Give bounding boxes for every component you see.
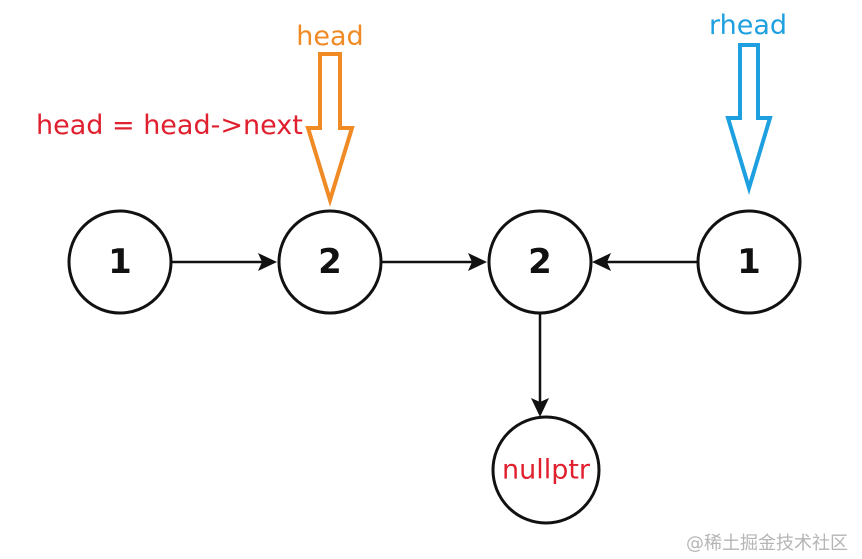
list-node-3: 2 [487,209,593,315]
head-advance-annotation: head = head->next [36,110,303,141]
list-node-2: 2 [277,209,383,315]
head-down-arrow-icon [305,52,355,207]
edge-arrowhead [258,253,277,271]
rhead-pointer: rhead [709,10,787,195]
node-value: 1 [108,242,132,282]
edge-n4-n3 [592,253,697,271]
edge-arrowhead [592,253,611,271]
edge-arrowhead [531,398,549,417]
node-circle [491,415,601,525]
edge-n2-n3 [382,253,487,271]
node-value: 2 [318,242,342,282]
null-label: nullptr [502,455,591,486]
edge-arrowhead [468,253,487,271]
head-pointer-label: head [296,21,363,52]
list-node-4: 1 [696,209,802,315]
watermark: @稀土掘金技术社区 [686,533,848,554]
list-node-1: 1 [67,209,173,315]
node-circle [277,209,383,315]
edge-n3-n5 [531,314,549,417]
rhead-down-arrow-icon [725,43,773,195]
node-value: 2 [528,242,552,282]
null-node: nullptr [491,415,601,525]
node-circle [696,209,802,315]
node-circle [487,209,593,315]
edge-n1-n2 [172,253,277,271]
node-circle [67,209,173,315]
head-pointer: head [296,21,364,207]
rhead-pointer-label: rhead [709,10,787,41]
node-value: 1 [737,242,761,282]
